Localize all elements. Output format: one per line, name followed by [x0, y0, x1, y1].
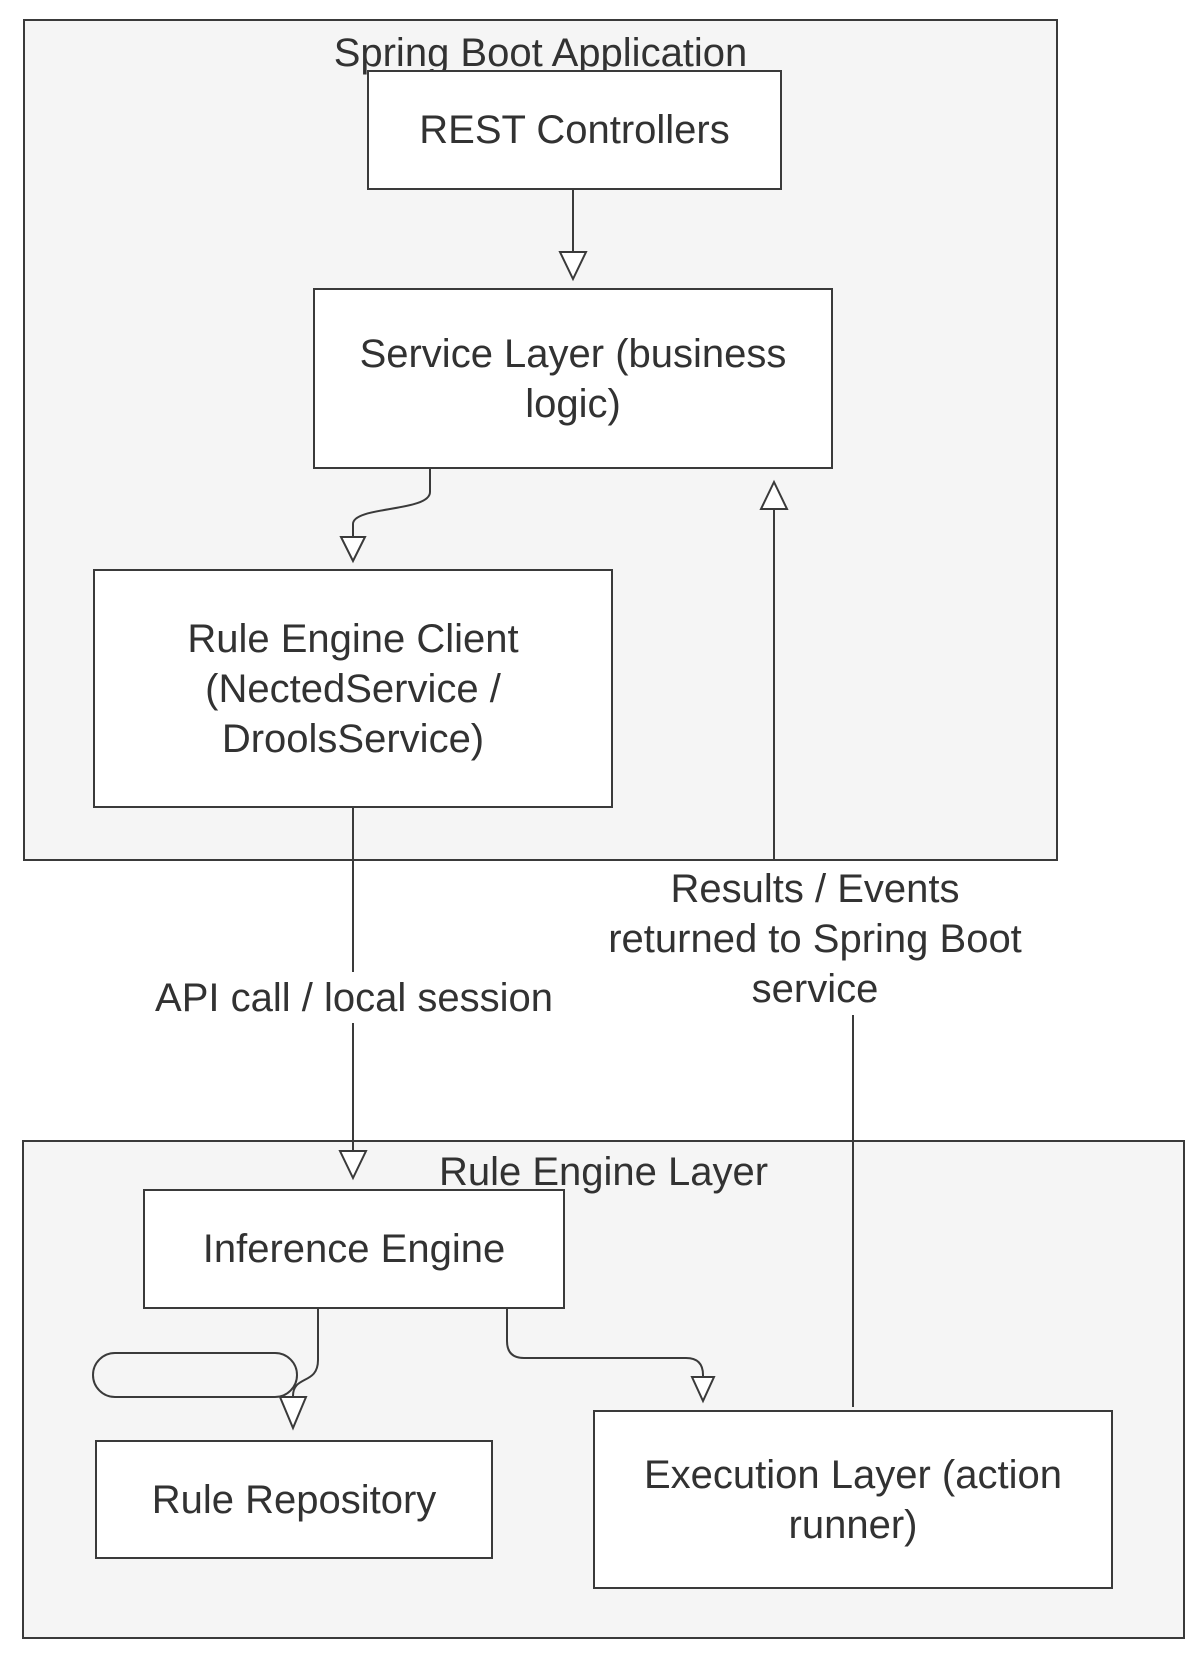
rest-controllers-label: REST Controllers [419, 108, 730, 152]
arrow-service-to-client [339, 469, 431, 564]
rule-engine-layer-title: Rule Engine Layer [438, 1150, 769, 1194]
execution-layer-label: Execution Layer (action runner) [643, 1452, 1062, 1547]
node-rest-controllers: REST Controllers [367, 70, 782, 190]
rule-engine-client-label: Rule Engine Client (NectedService / Droo… [187, 616, 519, 761]
node-rule-repository: Rule Repository [95, 1440, 493, 1559]
node-service-layer: Service Layer (business logic) [313, 288, 833, 469]
arrow-inference-to-execution [506, 1309, 716, 1404]
inference-engine-label: Inference Engine [202, 1227, 506, 1271]
node-inference-engine: Inference Engine [143, 1189, 565, 1309]
arrow-inference-to-repository [92, 1309, 319, 1431]
service-layer-label: Service Layer (business logic) [359, 331, 787, 426]
edge-label-results-events: Results / Events returned to Spring Boot… [608, 867, 1022, 1011]
node-execution-layer: Execution Layer (action runner) [593, 1410, 1113, 1589]
rule-repository-label: Rule Repository [151, 1477, 437, 1522]
arrow-rest-to-service [558, 190, 588, 282]
arrow-client-to-inference [338, 808, 368, 1181]
arrow-execution-to-service [759, 479, 854, 1407]
spring-boot-application-title: Spring Boot Application [333, 31, 748, 75]
edge-label-api-call: API call / local session [155, 976, 553, 1020]
node-rule-engine-client: Rule Engine Client (NectedService / Droo… [93, 569, 613, 808]
